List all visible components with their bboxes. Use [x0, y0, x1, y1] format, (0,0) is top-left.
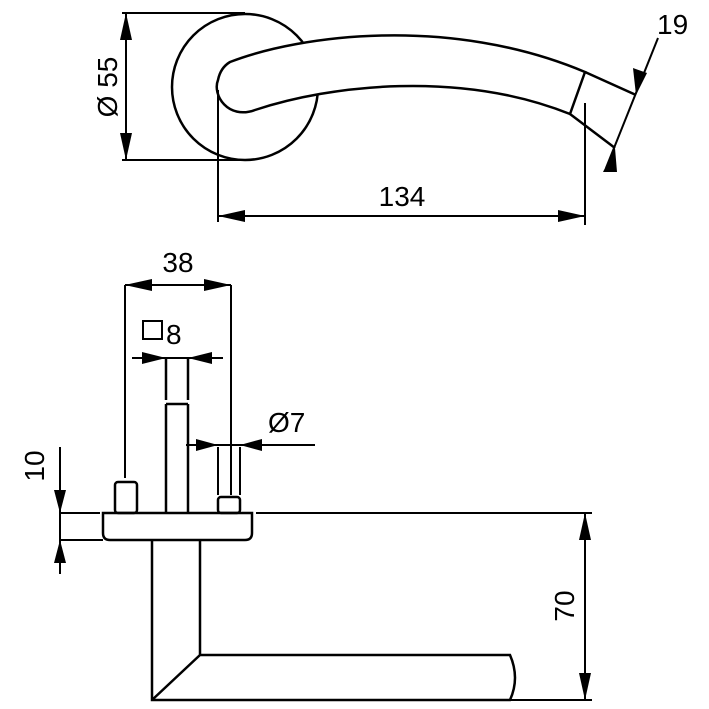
- dimension-rose-diameter: Ø 55: [92, 57, 123, 118]
- arrow: [54, 490, 66, 513]
- arrow: [579, 513, 591, 540]
- arrow: [188, 352, 212, 364]
- side-view: 38 8 Ø7 10 70: [19, 247, 592, 702]
- rose-extension-lines: [60, 512, 592, 541]
- spacing-dimension-lines: [124, 284, 232, 495]
- arrow: [204, 279, 231, 291]
- arrow: [240, 439, 262, 451]
- dimension-square-spindle: 8: [166, 319, 182, 350]
- arrow: [125, 279, 152, 291]
- arrow: [603, 148, 617, 172]
- dimension-pin-diameter: Ø7: [268, 407, 305, 438]
- left-pin: [113, 480, 139, 515]
- dimension-rose-spacing: 38: [162, 247, 193, 278]
- lever-side: [150, 540, 517, 702]
- arrow: [558, 210, 585, 222]
- arrow: [196, 439, 218, 451]
- pin-guide-lines: [217, 447, 241, 495]
- arrow: [142, 352, 166, 364]
- right-pin: [216, 495, 242, 515]
- arrow: [579, 673, 591, 700]
- dimension-lever-end-width: 19: [657, 9, 688, 40]
- top-view: Ø 55 134 19: [92, 9, 688, 225]
- width-dimension-line: [605, 37, 659, 169]
- length-dimension-lines: [217, 90, 586, 225]
- square-symbol-icon: [142, 320, 163, 340]
- lever-end: [569, 70, 637, 149]
- arrow: [54, 540, 66, 563]
- arrow: [120, 13, 132, 40]
- arrow: [633, 68, 647, 95]
- lever-body: [215, 34, 587, 116]
- rose-plate: [101, 511, 254, 542]
- spindle: [164, 358, 190, 513]
- dimension-rose-height: 10: [19, 450, 50, 481]
- arrow: [120, 133, 132, 160]
- dimension-lever-height: 70: [549, 590, 580, 621]
- arrow: [218, 210, 245, 222]
- dimension-lever-length: 134: [379, 181, 426, 212]
